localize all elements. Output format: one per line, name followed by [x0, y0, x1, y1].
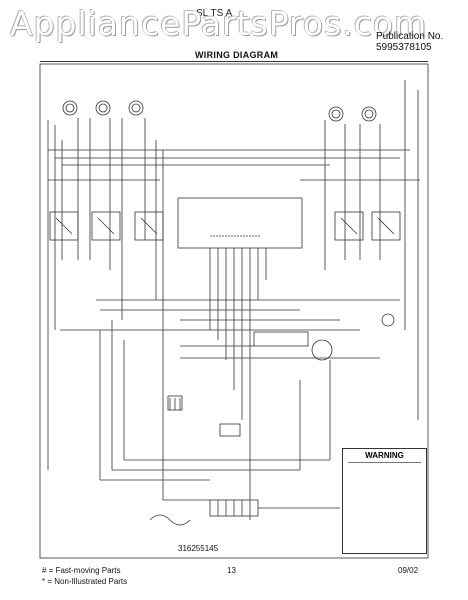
non-illustrated-note: * = Non-Illustrated Parts	[42, 577, 128, 586]
warning-title: WARNING	[365, 451, 404, 460]
warning-box: WARNING	[342, 448, 427, 554]
fast-moving-note: # = Fast-moving Parts	[42, 566, 121, 575]
surface-element-icons	[62, 100, 377, 122]
page-number: 13	[227, 566, 236, 575]
harness-wires-center	[60, 248, 400, 520]
lock-motor	[180, 331, 380, 359]
electronic-oven-control	[177, 197, 303, 249]
harness-wires-lower	[99, 320, 340, 509]
bake-element	[149, 514, 191, 526]
terminal-block	[209, 499, 259, 517]
publication-number: 5995378105	[376, 42, 432, 53]
drawing-number: 316255145	[178, 544, 219, 553]
infinite-switches-right	[334, 211, 401, 241]
diagram-frame	[39, 63, 429, 559]
bus-wires-top	[48, 149, 420, 181]
title-rule	[40, 61, 428, 62]
publication-info: Publication No. 5995378105	[376, 31, 443, 53]
bus-wires-left	[47, 118, 164, 500]
broil-element	[167, 395, 183, 411]
publication-label: Publication No.	[376, 31, 444, 42]
oven-light	[219, 423, 241, 437]
infinite-switches-left	[49, 211, 164, 241]
fan-motor	[311, 313, 395, 361]
warning-rule	[348, 462, 421, 463]
watermark-logo: AppliancePartsPros.com	[10, 4, 428, 43]
revision-date: 09/02	[398, 566, 419, 575]
diagram-title: WIRING DIAGRAM	[195, 50, 279, 60]
bus-wires-right	[324, 80, 419, 420]
model-number: SL TS A	[196, 8, 233, 19]
